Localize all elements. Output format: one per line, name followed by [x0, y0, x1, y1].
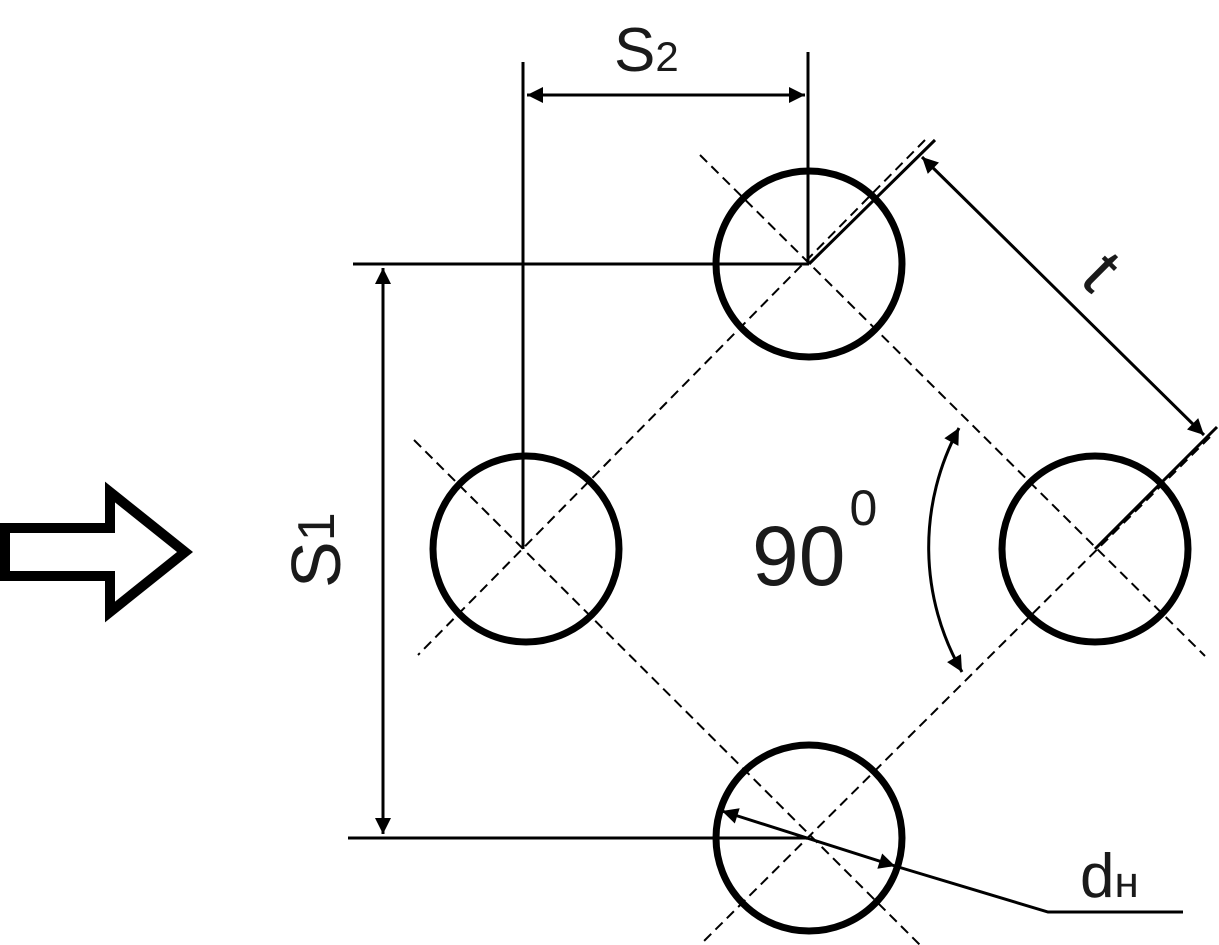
s2-label-main: S — [614, 16, 655, 85]
dn-label-main: d — [1080, 842, 1114, 911]
t-ext-bottom — [1093, 425, 1219, 551]
dn-label-sub: н — [1114, 858, 1138, 907]
s1-label-sub: 1 — [288, 512, 346, 541]
flow-direction-arrow — [0, 481, 194, 623]
t-dimension-line — [920, 155, 1206, 437]
dn-leader-line — [894, 864, 1183, 914]
angle-arc — [927, 427, 964, 673]
angle-degree-sup: 0 — [849, 480, 877, 536]
s2-label-sub: 2 — [655, 33, 678, 80]
tube-right — [998, 452, 1192, 646]
t-label: t — [1067, 236, 1136, 305]
dn-label: dн — [1080, 842, 1139, 911]
dn-dimension-line — [721, 808, 896, 869]
dimension-lines — [375, 87, 1206, 914]
s2-label: S2 — [614, 16, 679, 85]
angle-label: 900 — [752, 480, 877, 603]
tube-left — [429, 452, 623, 646]
extension-lines — [348, 52, 1219, 840]
centerline-ne — [417, 139, 926, 656]
t-ext-top — [807, 138, 937, 266]
angle-value: 90 — [752, 509, 845, 603]
s1-label: S1 — [277, 512, 355, 588]
s1-label-main: S — [277, 541, 355, 588]
